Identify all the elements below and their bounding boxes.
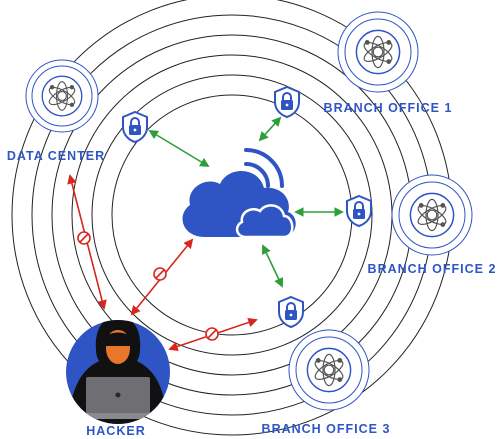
secure-link-branch-3 — [261, 244, 284, 288]
branch-office-1-node: BRANCH OFFICE 1 — [324, 11, 453, 115]
lock-shield-icon — [346, 195, 372, 227]
cloud-with-signal-icon — [182, 148, 296, 239]
hooded-hacker-icon — [68, 320, 168, 424]
lock-shield-icon — [278, 296, 304, 328]
branch-office-3-label: BRANCH OFFICE 3 — [262, 422, 391, 436]
secure-connections — [148, 116, 344, 288]
network-hub-icon — [41, 75, 83, 117]
hacker-node: HACKER — [66, 320, 170, 438]
no-entry-icon — [77, 231, 91, 245]
no-entry-icon — [205, 327, 219, 341]
data-center-node: DATA CENTER — [7, 59, 105, 163]
network-hub-icon — [355, 29, 401, 75]
branch-office-3-node: BRANCH OFFICE 3 — [262, 329, 391, 436]
network-hub-icon — [306, 347, 352, 393]
data-center-label: DATA CENTER — [7, 149, 105, 163]
hacker-label: HACKER — [86, 424, 145, 438]
lock-shield-icon — [122, 111, 148, 143]
branch-office-2-node: BRANCH OFFICE 2 — [368, 174, 497, 276]
no-entry-icon — [153, 267, 167, 281]
lock-shield-icon — [274, 86, 300, 118]
branch-office-2-label: BRANCH OFFICE 2 — [368, 262, 497, 276]
branch-office-1-label: BRANCH OFFICE 1 — [324, 101, 453, 115]
network-hub-icon — [409, 192, 455, 238]
secure-link-data-center — [148, 130, 210, 167]
secure-link-branch-1 — [258, 116, 282, 142]
